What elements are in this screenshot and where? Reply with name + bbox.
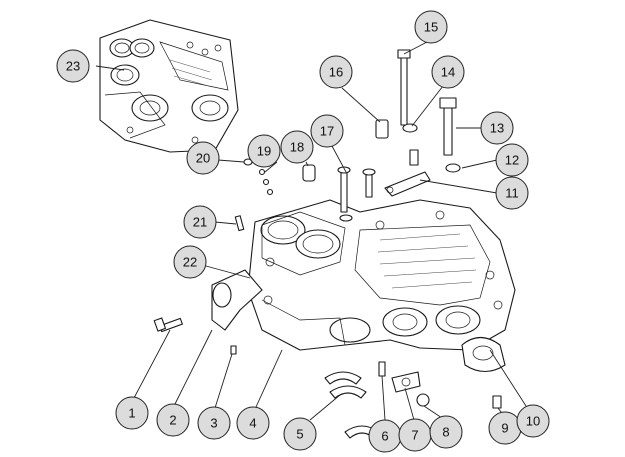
callout-5: 5 xyxy=(283,417,317,451)
callout-13-label: 13 xyxy=(490,121,504,136)
callout-11-label: 11 xyxy=(505,186,519,201)
bolt-17 xyxy=(337,166,376,222)
dowel-16 xyxy=(375,119,389,139)
leader-lines xyxy=(95,41,527,421)
callout-15: 15 xyxy=(414,10,448,44)
callout-8-label: 8 xyxy=(442,425,449,440)
bolt-8 xyxy=(416,393,430,407)
callout-7-label: 7 xyxy=(411,428,418,443)
callout-9: 9 xyxy=(488,411,522,445)
callout-20-label: 20 xyxy=(196,151,210,166)
crankcase-main xyxy=(247,199,516,351)
callout-22: 22 xyxy=(173,245,207,279)
callout-10-label: 10 xyxy=(526,414,540,429)
callout-18-label: 18 xyxy=(290,140,304,155)
callout-9-label: 9 xyxy=(501,421,508,436)
callout-18: 18 xyxy=(280,130,314,164)
cover-10 xyxy=(461,336,506,373)
callout-14-label: 14 xyxy=(441,65,455,80)
callout-1: 1 xyxy=(115,396,149,430)
callout-4-label: 4 xyxy=(249,416,256,431)
callout-2: 2 xyxy=(156,403,190,437)
oring-19 xyxy=(258,168,274,196)
bolt-1 xyxy=(153,317,183,333)
callout-19: 19 xyxy=(247,134,281,168)
fitting-22 xyxy=(211,269,263,331)
callout-8: 8 xyxy=(429,415,463,449)
callout-12-label: 12 xyxy=(505,153,519,168)
callout-16: 16 xyxy=(319,55,353,89)
bearing-shell-5 xyxy=(324,371,367,399)
dowel-18 xyxy=(302,164,316,182)
callout-14: 14 xyxy=(431,55,465,89)
callout-20: 20 xyxy=(186,141,220,175)
callout-19-label: 19 xyxy=(257,144,271,159)
callout-1-label: 1 xyxy=(128,406,135,421)
callout-23: 23 xyxy=(56,49,90,83)
bracket-11 xyxy=(384,149,431,197)
bracket-7 xyxy=(391,371,421,393)
callout-5-label: 5 xyxy=(296,427,303,442)
callout-13: 13 xyxy=(480,111,514,145)
callout-21-label: 21 xyxy=(193,215,207,230)
callout-10: 10 xyxy=(516,404,550,438)
callout-3-label: 3 xyxy=(210,416,217,431)
callout-2-label: 2 xyxy=(169,413,176,428)
callout-11: 11 xyxy=(495,176,529,210)
callout-12: 12 xyxy=(495,143,529,177)
callout-15-label: 15 xyxy=(424,20,438,35)
callout-23-label: 23 xyxy=(66,59,80,74)
callout-7: 7 xyxy=(398,418,432,452)
pin-21 xyxy=(234,215,245,232)
assembled-crankcase-inset xyxy=(99,19,239,153)
callout-17: 17 xyxy=(310,114,344,148)
plug-3 xyxy=(230,345,237,355)
callout-21: 21 xyxy=(183,205,217,239)
washer-14 xyxy=(402,123,418,133)
cylinder-stud-15 xyxy=(397,49,411,126)
callout-16-label: 16 xyxy=(329,65,343,80)
callout-3: 3 xyxy=(197,406,231,440)
callout-4: 4 xyxy=(236,406,270,440)
bolt-9 xyxy=(492,395,502,409)
callout-17-label: 17 xyxy=(320,124,334,139)
callout-6-label: 6 xyxy=(381,429,388,444)
callout-22-label: 22 xyxy=(183,255,197,270)
washer-12 xyxy=(445,163,461,173)
bolt-13 xyxy=(439,97,457,156)
callout-6: 6 xyxy=(368,419,402,453)
